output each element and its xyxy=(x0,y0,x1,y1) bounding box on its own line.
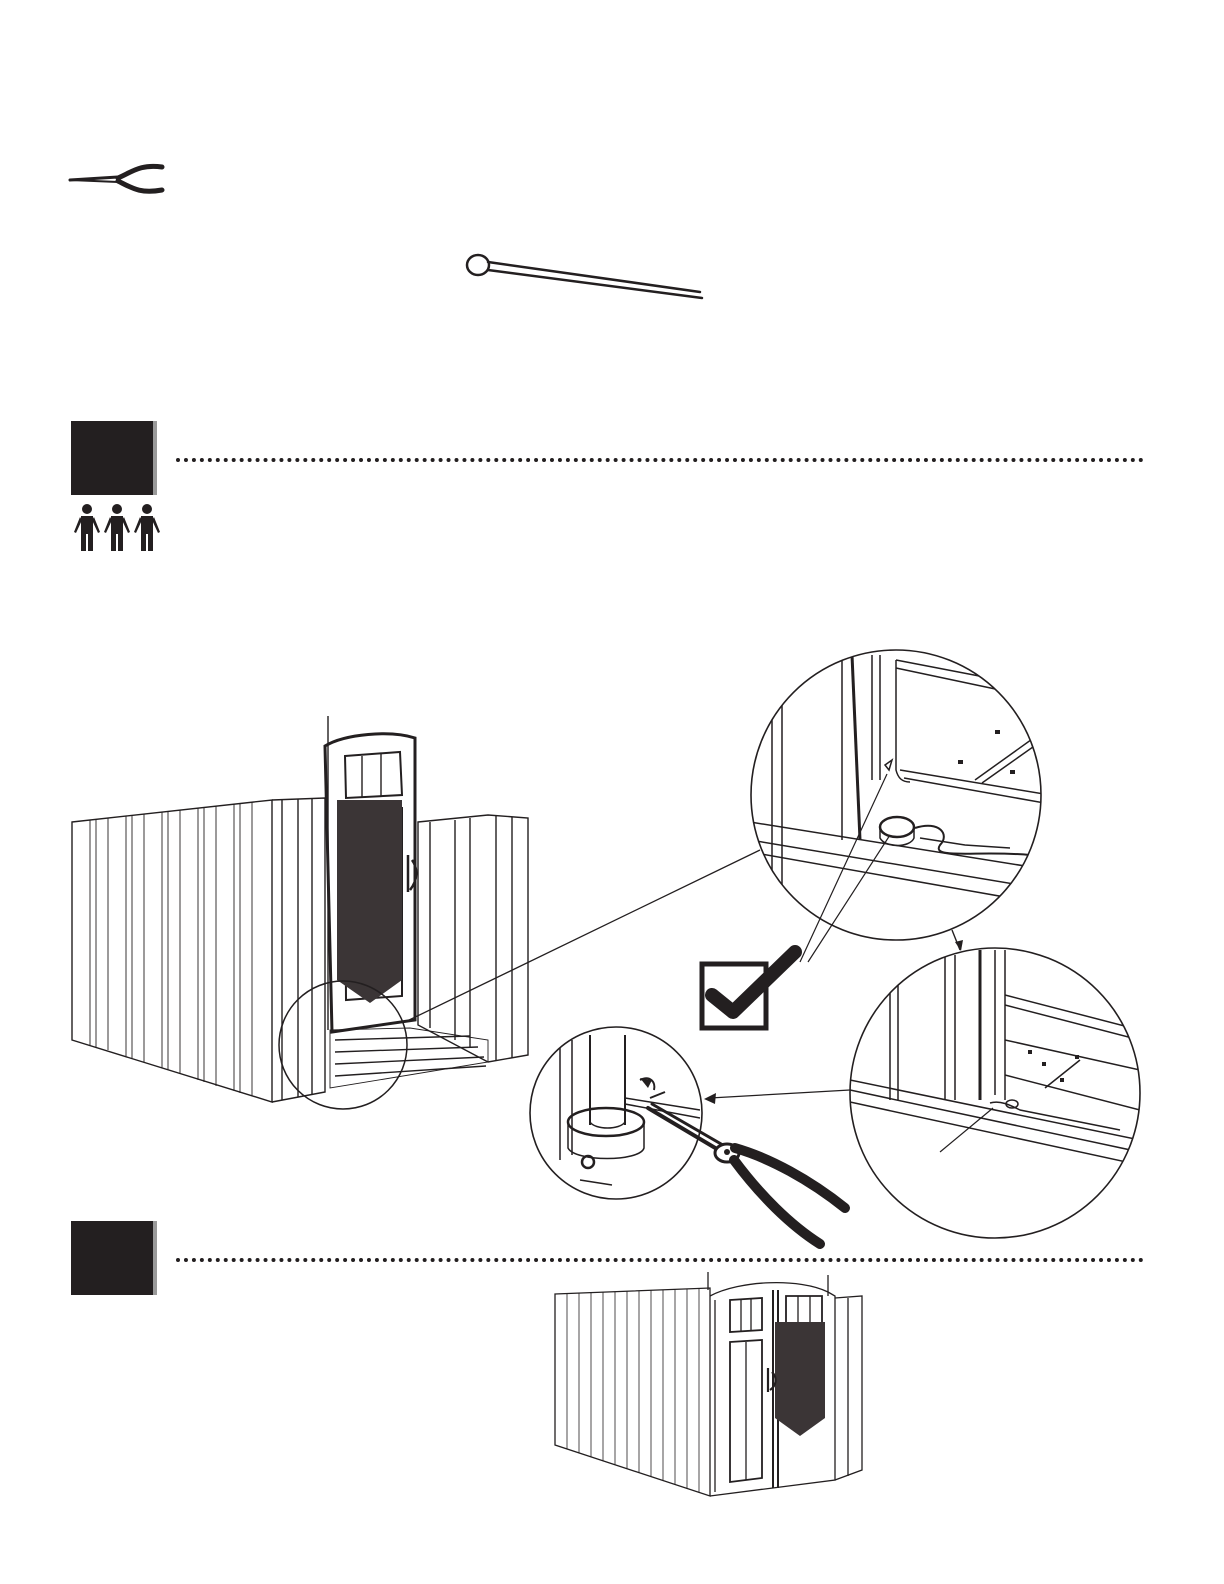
door-panel-dark-closed xyxy=(775,1322,825,1436)
door-handle-icon xyxy=(768,1368,776,1392)
